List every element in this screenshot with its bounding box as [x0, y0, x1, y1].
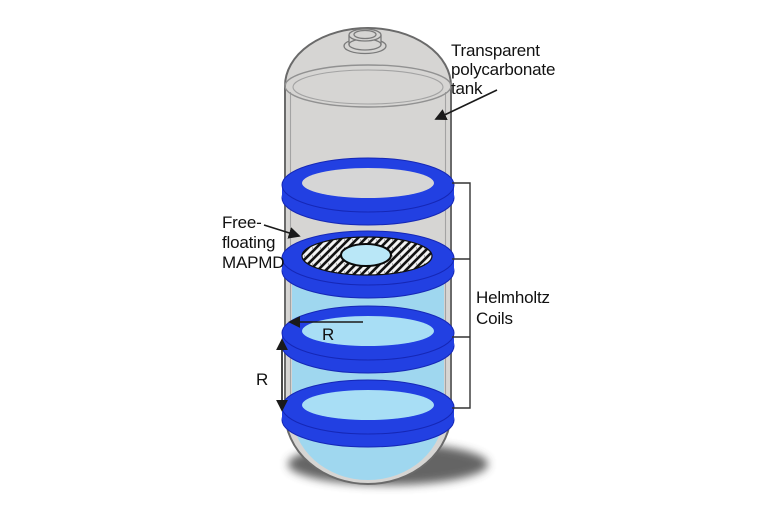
tank-cap: [343, 28, 387, 55]
mapmd-label-line2: floating: [222, 233, 275, 252]
mapmd-label-line1: Free-: [222, 213, 262, 232]
helmholtz-coil-1: [281, 157, 455, 226]
helmholtz-coil-4: [281, 379, 455, 448]
tank-label: Transparent polycarbonate tank: [451, 41, 555, 98]
cap-opening: [353, 29, 377, 40]
tank-label-line3: tank: [451, 79, 483, 98]
mapmd-center-hole: [340, 243, 392, 267]
mapmd-pointer-arrow: [263, 224, 301, 239]
helmholtz-label-line1: Helmholtz: [476, 288, 550, 307]
mapmd-label: Free- floating MAPMD: [222, 213, 284, 272]
tank-pointer-arrow: [434, 89, 498, 121]
tank-label-line2: polycarbonate: [451, 60, 555, 79]
mapmd-label-line3: MAPMD: [222, 253, 284, 272]
tank-label-line1: Transparent: [451, 41, 540, 60]
coil-1-opening: [302, 168, 434, 198]
helmholtz-bracket: [452, 182, 471, 409]
helmholtz-label-line2: Coils: [476, 309, 513, 328]
dome-rim-outer: [284, 64, 452, 108]
coil-4-opening: [302, 390, 434, 420]
radius-label: R: [322, 325, 334, 344]
helmholtz-coil-2: [281, 230, 455, 299]
dome-rim-inner: [292, 69, 444, 105]
helmholtz-label: Helmholtz Coils: [476, 288, 550, 328]
coil-spacing-label: R: [256, 370, 268, 389]
coil-3-opening: [302, 316, 434, 346]
helmholtz-coil-3: [281, 305, 455, 374]
